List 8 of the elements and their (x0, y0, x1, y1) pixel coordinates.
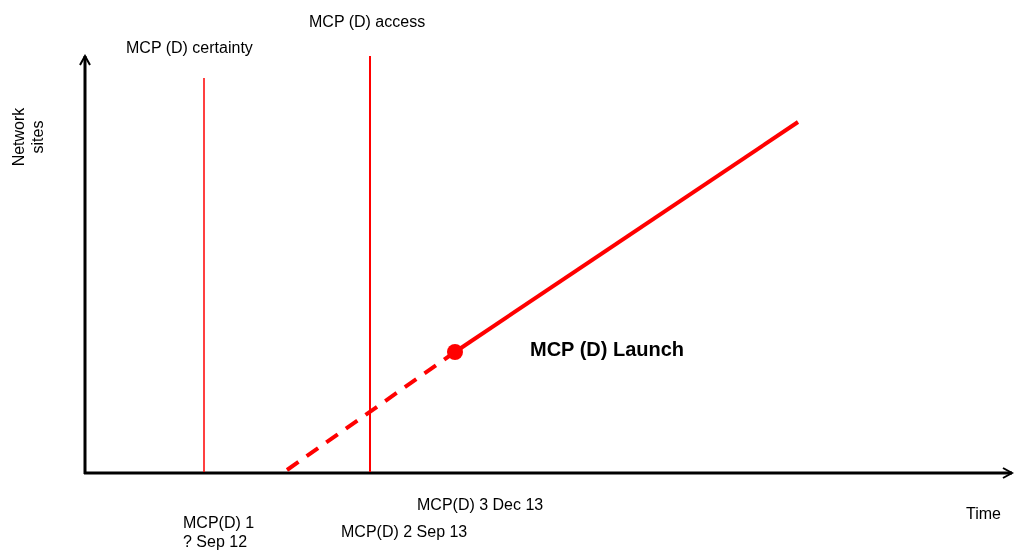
axis-title: Network sites (9, 107, 47, 167)
date-label: MCP(D) 2 Sep 13 (341, 522, 468, 541)
date-label: MCP(D) 1 ? Sep 12 (183, 513, 256, 551)
date-label: MCP(D) 3 Dec 13 (417, 495, 544, 514)
milestone-label: MCP (D) access (309, 12, 426, 31)
launch-label: MCP (D) Launch (530, 337, 685, 361)
axis-title: Time (966, 504, 1001, 523)
milestone-label: MCP (D) certainty (126, 38, 253, 57)
